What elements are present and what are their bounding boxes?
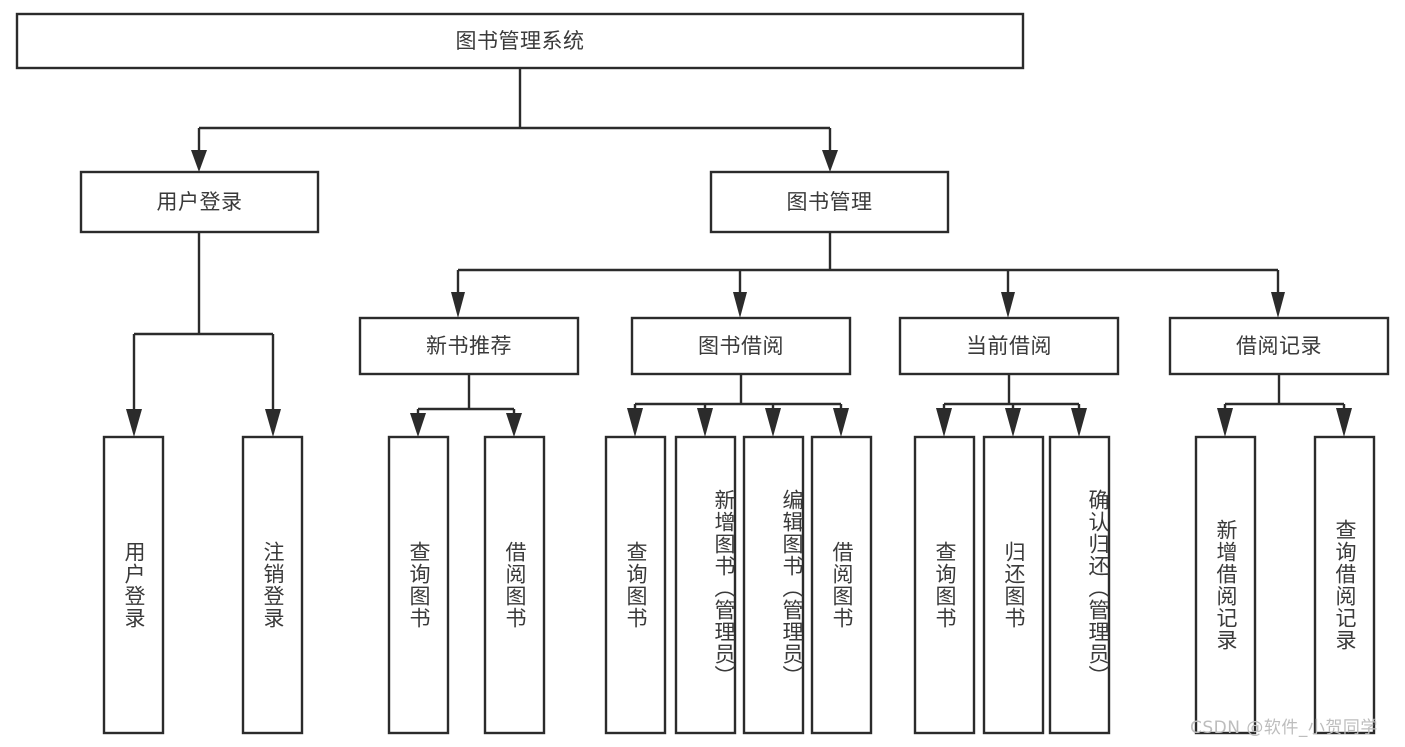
arrow-head-user-login: [191, 150, 207, 172]
node-box-leaf-query-book-2[interactable]: [604, 435, 667, 735]
node-box-leaf-borrow-book-2[interactable]: [810, 435, 873, 735]
arrow-head-leaf-borrow-book-2: [833, 408, 849, 437]
node-box-current-borrow[interactable]: [898, 316, 1120, 376]
node-box-root[interactable]: [15, 12, 1025, 70]
arrow-head-leaf-logout: [265, 409, 281, 437]
node-box-leaf-return-book[interactable]: [982, 435, 1045, 735]
arrow-head-borrow-record: [1271, 292, 1285, 318]
node-box-leaf-user-login[interactable]: [102, 435, 165, 735]
arrow-head-leaf-query-book-1: [410, 413, 426, 437]
node-box-leaf-query-book-3[interactable]: [913, 435, 976, 735]
arrow-head-leaf-add-record: [1217, 408, 1233, 437]
node-box-leaf-query-book-1[interactable]: [387, 435, 450, 735]
arrow-head-leaf-borrow-book-1: [506, 413, 522, 437]
node-box-new-book-rec[interactable]: [358, 316, 580, 376]
arrow-head-leaf-edit-book: [765, 408, 781, 437]
arrow-head-leaf-confirm-return: [1071, 408, 1087, 437]
node-box-borrow-record[interactable]: [1168, 316, 1390, 376]
node-box-leaf-borrow-book-1[interactable]: [483, 435, 546, 735]
node-box-leaf-add-record[interactable]: [1194, 435, 1257, 735]
node-box-leaf-add-book[interactable]: [674, 435, 737, 735]
arrow-head-leaf-user-login: [126, 409, 142, 437]
node-box-leaf-query-record[interactable]: [1313, 435, 1376, 735]
arrow-head-leaf-query-book-3: [936, 408, 952, 437]
arrow-head-book-manage: [822, 150, 838, 172]
node-box-user-login[interactable]: [79, 170, 320, 234]
arrow-head-leaf-query-record: [1336, 408, 1352, 437]
arrow-head-leaf-return-book: [1005, 408, 1021, 437]
arrow-head-leaf-add-book: [697, 408, 713, 437]
node-box-leaf-edit-book[interactable]: [742, 435, 805, 735]
arrow-head-leaf-query-book-2: [627, 408, 643, 437]
arrow-head-new-book-rec: [451, 292, 465, 318]
arrow-head-book-borrow: [733, 292, 747, 318]
node-box-leaf-logout[interactable]: [241, 435, 304, 735]
node-box-book-borrow[interactable]: [630, 316, 852, 376]
node-box-book-manage[interactable]: [709, 170, 950, 234]
node-box-leaf-confirm-return[interactable]: [1048, 435, 1111, 735]
arrow-head-current-borrow: [1001, 292, 1015, 318]
